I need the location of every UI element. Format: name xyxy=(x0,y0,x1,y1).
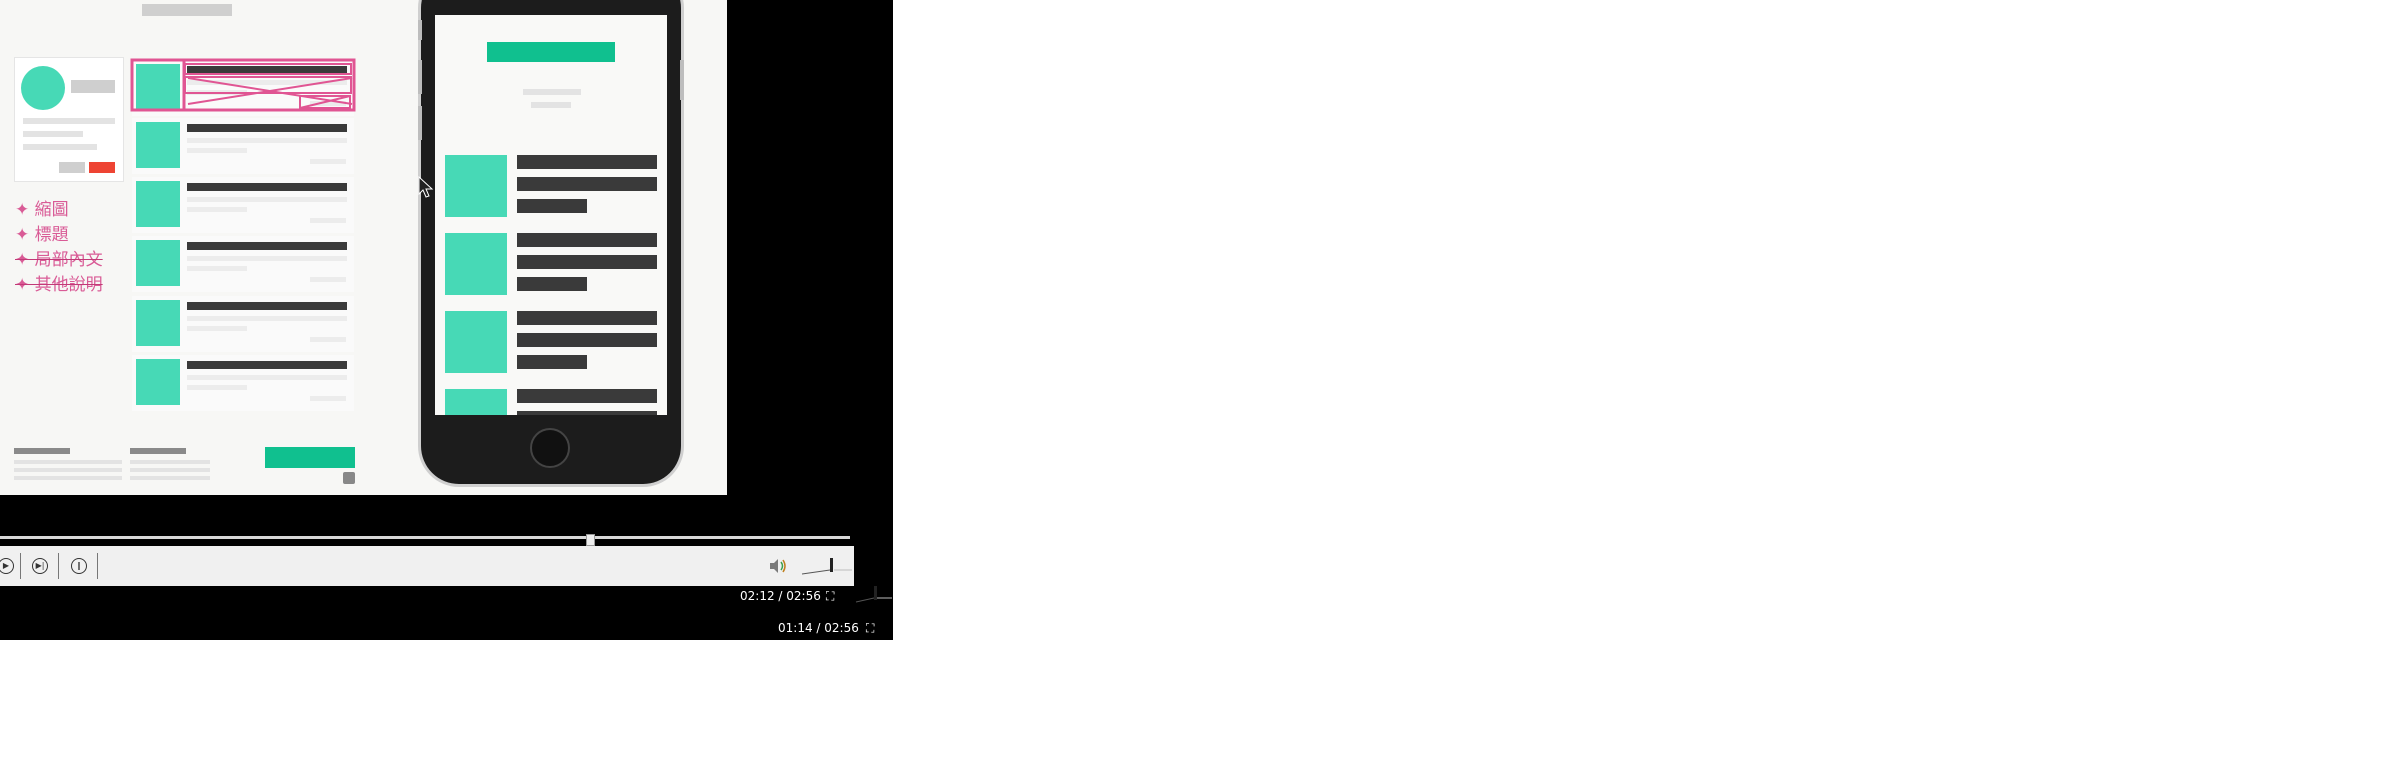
list-item xyxy=(132,118,354,174)
phone-side-button xyxy=(418,106,422,140)
control-separator xyxy=(58,553,59,579)
red-button xyxy=(89,162,115,173)
text-placeholder xyxy=(23,144,97,150)
control-bar xyxy=(0,546,854,586)
legend-item-partial-text: ✦ 局部內文 xyxy=(15,250,103,270)
phone-list-item xyxy=(445,155,665,219)
phone-list-item xyxy=(445,233,665,297)
list-item xyxy=(132,177,354,233)
control-separator xyxy=(97,553,98,579)
text-placeholder xyxy=(23,131,83,137)
time-display: 02:12 / 02:56 xyxy=(740,589,821,603)
footer-heading xyxy=(14,448,70,454)
video-frame[interactable]: ✦ 縮圖 ✦ 標題 ✦ 局部內文 ✦ 其他說明 xyxy=(0,0,727,495)
status-bar-primary: 02:12 / 02:56 ⛶ xyxy=(0,586,854,606)
name-placeholder xyxy=(71,80,115,93)
fullscreen-icon[interactable]: ⛶ xyxy=(866,621,875,635)
phone-subtitle-placeholder xyxy=(531,102,571,108)
list-item-highlighted xyxy=(132,60,354,116)
next-icon[interactable]: ▶| xyxy=(32,558,48,574)
legend-item-other-notes: ✦ 其他說明 xyxy=(15,275,103,295)
highlight-annotation xyxy=(130,58,356,112)
seek-track[interactable] xyxy=(0,536,850,539)
legend-item-title: ✦ 標題 xyxy=(15,225,69,245)
status-bar-secondary: 01:14 / 02:56 ⛶ xyxy=(0,618,893,638)
footer-line xyxy=(130,460,210,464)
footer-line xyxy=(14,476,122,480)
seek-handle[interactable] xyxy=(586,534,595,546)
text-placeholder xyxy=(23,118,115,124)
list-item xyxy=(132,296,354,352)
phone-side-button xyxy=(680,60,684,100)
footer-heading xyxy=(130,448,186,454)
legend-item-thumbnail: ✦ 縮圖 xyxy=(15,200,69,220)
profile-card xyxy=(14,57,124,182)
phone-list-item xyxy=(445,389,665,415)
phone-home-button xyxy=(530,428,570,468)
footer-line xyxy=(130,468,210,472)
volume-icon[interactable] xyxy=(768,558,788,574)
time-display: 01:14 / 02:56 xyxy=(778,621,859,635)
secondary-button xyxy=(59,162,85,173)
volume-slider[interactable] xyxy=(800,554,854,578)
scroll-top-placeholder xyxy=(343,472,355,484)
phone-header-bar xyxy=(487,42,615,62)
list-item xyxy=(132,236,354,292)
phone-subtitle-placeholder xyxy=(523,89,581,95)
footer-line xyxy=(14,468,122,472)
footer-line xyxy=(14,460,122,464)
mouse-cursor-icon xyxy=(418,176,434,198)
phone-side-button xyxy=(418,60,422,94)
cta-button-placeholder xyxy=(265,447,355,468)
volume-slider-ghost xyxy=(855,586,892,603)
fullscreen-icon[interactable]: ⛶ xyxy=(826,589,835,603)
footer-line xyxy=(130,476,210,480)
play-icon[interactable]: ▶ xyxy=(0,558,14,574)
phone-side-button xyxy=(418,20,422,40)
avatar xyxy=(21,66,65,110)
pause-icon[interactable]: ‖ xyxy=(71,558,87,574)
list-item xyxy=(132,355,354,411)
control-separator xyxy=(20,553,21,579)
header-placeholder xyxy=(142,4,232,16)
phone-list-item xyxy=(445,311,665,375)
